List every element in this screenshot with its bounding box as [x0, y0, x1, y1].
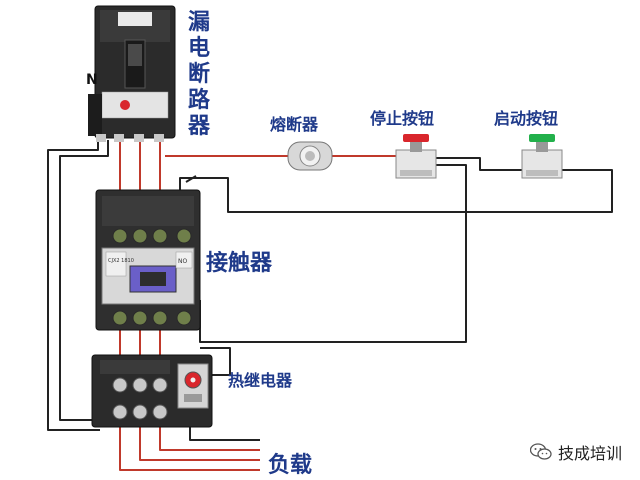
fuse-cap-inner — [305, 151, 315, 161]
relay-terminal — [112, 404, 128, 420]
stop-to-start-wire — [436, 157, 522, 171]
neutral-label: N — [86, 72, 98, 88]
contactor-window-inner — [140, 272, 166, 286]
breaker-label: 漏电断路器 — [187, 10, 210, 139]
start-button — [521, 134, 563, 179]
breaker-terminal — [96, 134, 106, 142]
contactor-terminal-top — [112, 228, 128, 244]
start-return-wire — [179, 169, 613, 230]
breaker-test-button — [120, 100, 130, 110]
aux-wire — [185, 175, 197, 183]
relay-dial-center — [190, 377, 196, 383]
load-wire-2 — [139, 425, 260, 461]
relay-terminal — [152, 404, 168, 420]
watermark-text: 技成培训 — [558, 444, 623, 463]
breaker-terminal — [114, 134, 124, 142]
relay-control-wire — [200, 347, 231, 376]
breaker-switch-lever — [128, 44, 142, 66]
contactor-label: 接触器 — [206, 250, 273, 276]
fuse — [287, 141, 333, 171]
contactor-terminal-bottom — [132, 310, 148, 326]
contactor-terminal-bottom — [176, 310, 192, 326]
contactor-terminal-top — [176, 228, 192, 244]
stop-button — [395, 134, 437, 179]
contactor-aux-plate — [175, 251, 193, 269]
relay-terminal — [112, 377, 128, 393]
neutral-wire-2 — [59, 140, 110, 421]
relay-terminal — [152, 377, 168, 393]
contactor-model: CJX2 1810 — [108, 258, 134, 264]
breaker-label-plate — [118, 12, 152, 26]
breaker-terminal — [154, 134, 164, 142]
stop-button-stem — [410, 140, 422, 152]
breaker-face — [101, 91, 169, 119]
contactor-top — [102, 196, 194, 226]
relay-terminal — [132, 404, 148, 420]
leakage-breaker — [88, 5, 176, 142]
wechat-icon — [530, 443, 552, 460]
breaker-terminal — [134, 134, 144, 142]
contactor-terminal-top — [152, 228, 168, 244]
stop-button-cap — [403, 134, 429, 142]
thermal-relay-label: 热继电器 — [228, 371, 293, 390]
contactor-model-plate — [105, 251, 127, 277]
contactor: CJX2 1810 NO — [95, 189, 201, 331]
start-button-contact — [526, 170, 558, 176]
stop-button-contact — [400, 170, 432, 176]
relay-out-wire — [189, 425, 260, 441]
start-button-stem — [536, 140, 548, 152]
thermal-relay — [91, 354, 213, 428]
start-button-label: 启动按钮 — [494, 109, 558, 128]
fuse-label: 熔断器 — [270, 115, 319, 134]
start-button-cap — [529, 134, 555, 142]
load-label: 负载 — [268, 452, 312, 478]
contactor-terminal-bottom — [152, 310, 168, 326]
relay-reset — [184, 394, 202, 402]
contactor-aux-label: NO — [178, 258, 187, 265]
contactor-terminal-bottom — [112, 310, 128, 326]
neutral-wire — [47, 140, 100, 431]
breaker-left-block — [88, 94, 102, 136]
relay-top — [100, 360, 170, 374]
load-wire-1 — [119, 425, 260, 471]
stop-button-label: 停止按钮 — [370, 109, 434, 128]
contactor-terminal-top — [132, 228, 148, 244]
watermark: 技成培训 — [530, 440, 622, 464]
relay-terminal — [132, 377, 148, 393]
load-wire-3 — [159, 425, 260, 451]
